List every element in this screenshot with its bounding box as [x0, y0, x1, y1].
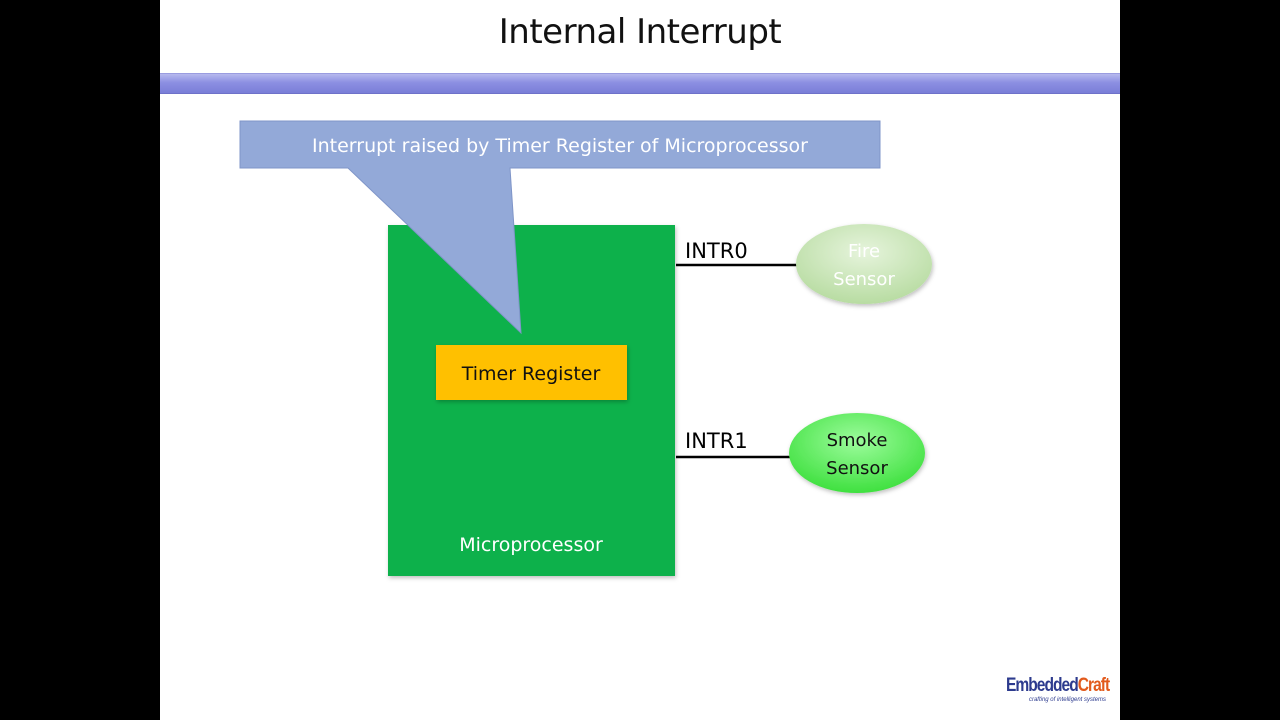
- callout-box: [239, 120, 881, 335]
- timer-register-block: [436, 345, 627, 400]
- fire-sensor: [796, 224, 932, 304]
- microprocessor-label: Microprocessor: [459, 534, 603, 556]
- embeddedcraft-logo: EmbeddedCraft crafting of intelligent sy…: [1006, 676, 1110, 712]
- logo-part1: Embedded: [1006, 675, 1079, 696]
- intr0-label: INTR0: [685, 239, 748, 263]
- slide: Internal Interrupt Interrupt raised by T…: [160, 0, 1120, 720]
- timer-register-label: Timer Register: [461, 363, 601, 385]
- logo-part2: Craft: [1077, 675, 1110, 696]
- slide-title: Internal Interrupt: [498, 12, 782, 52]
- logo-tagline: crafting of intelligent systems: [1028, 697, 1106, 703]
- interrupt-diagram: Interrupt raised by Timer Register of Mi…: [239, 120, 932, 576]
- callout-text: Interrupt raised by Timer Register of Mi…: [312, 135, 808, 157]
- intr1-label: INTR1: [685, 429, 748, 453]
- microprocessor-block: [388, 225, 675, 576]
- smoke-sensor-label-line2: Sensor: [826, 458, 888, 479]
- smoke-sensor: [789, 413, 925, 493]
- title-bar: [160, 73, 1120, 94]
- fire-sensor-label-line2: Sensor: [833, 269, 895, 290]
- smoke-sensor-label-line1: Smoke: [827, 430, 888, 451]
- fire-sensor-label-line1: Fire: [848, 241, 880, 262]
